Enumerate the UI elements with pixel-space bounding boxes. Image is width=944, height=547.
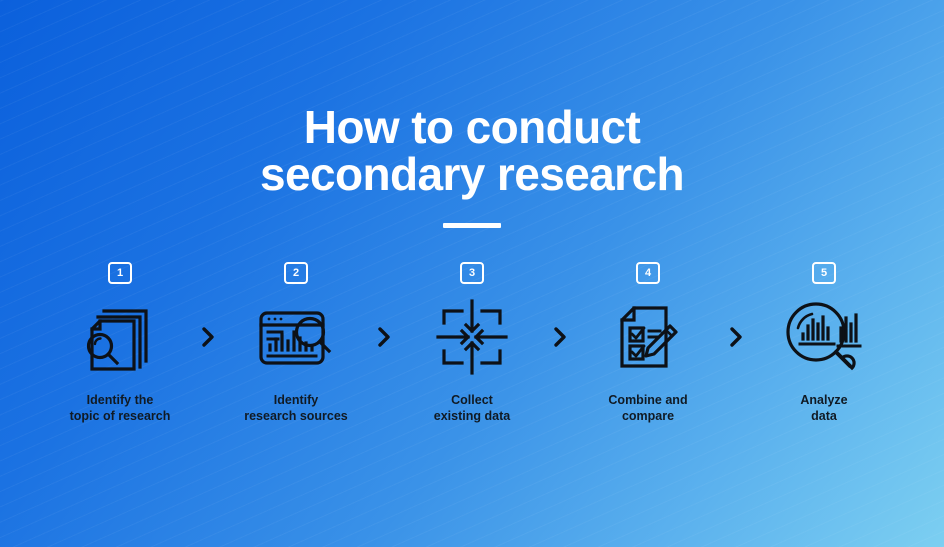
step-number-badge-3: 3 xyxy=(460,262,484,284)
chevron-right-icon xyxy=(195,298,221,376)
step-label-2-line2: research sources xyxy=(244,409,348,423)
step-label-5-line1: Analyze xyxy=(800,393,848,407)
title-divider xyxy=(443,223,501,228)
title-line-1: How to conduct xyxy=(303,101,641,153)
step-label-2: Identify research sources xyxy=(244,392,348,424)
step-number-badge-2: 2 xyxy=(284,262,308,284)
chevron-right-icon xyxy=(547,298,573,376)
step-number-4: 4 xyxy=(644,266,652,279)
step-label-3: Collect existing data xyxy=(434,392,510,424)
step-number-1: 1 xyxy=(116,266,124,279)
browser-chart-magnifier-icon xyxy=(255,298,337,376)
steps-row: 1 Identify the topic of research xyxy=(0,262,944,424)
step-label-2-line1: Identify xyxy=(273,393,319,407)
step-number-badge-1: 1 xyxy=(108,262,132,284)
converging-arrows-icon xyxy=(434,298,510,376)
documents-magnifier-icon xyxy=(82,298,158,376)
step-item-4: 4 Combine and compare xyxy=(573,262,723,424)
step-label-1-line1: Identify the xyxy=(86,393,154,407)
step-label-4: Combine and compare xyxy=(608,392,687,424)
step-label-1: Identify the topic of research xyxy=(70,392,171,424)
step-number-2: 2 xyxy=(292,266,300,279)
step-number-5: 5 xyxy=(820,266,828,279)
step-label-4-line2: compare xyxy=(621,409,675,423)
step-item-5: 5 Analyze data xyxy=(749,262,899,424)
step-item-1: 1 Identify the topic of research xyxy=(45,262,195,424)
step-item-2: 2 I xyxy=(221,262,371,424)
step-number-badge-5: 5 xyxy=(812,262,836,284)
step-label-5: Analyze data xyxy=(800,392,847,424)
checklist-pencil-icon xyxy=(610,298,686,376)
step-number-badge-4: 4 xyxy=(636,262,660,284)
step-label-1-line2: topic of research xyxy=(69,409,171,423)
magnifier-bar-chart-icon xyxy=(782,298,866,376)
step-number-3: 3 xyxy=(468,266,476,279)
step-label-4-line1: Combine and xyxy=(608,393,688,407)
title-line-2: secondary research xyxy=(260,148,685,200)
chevron-right-icon xyxy=(371,298,397,376)
step-label-3-line2: existing data xyxy=(433,409,511,423)
step-label-3-line1: Collect xyxy=(451,393,493,407)
step-label-5-line2: data xyxy=(811,409,837,423)
step-item-3: 3 Collect xyxy=(397,262,547,424)
chevron-right-icon xyxy=(723,298,749,376)
page-title: How to conduct secondary research xyxy=(0,104,944,228)
